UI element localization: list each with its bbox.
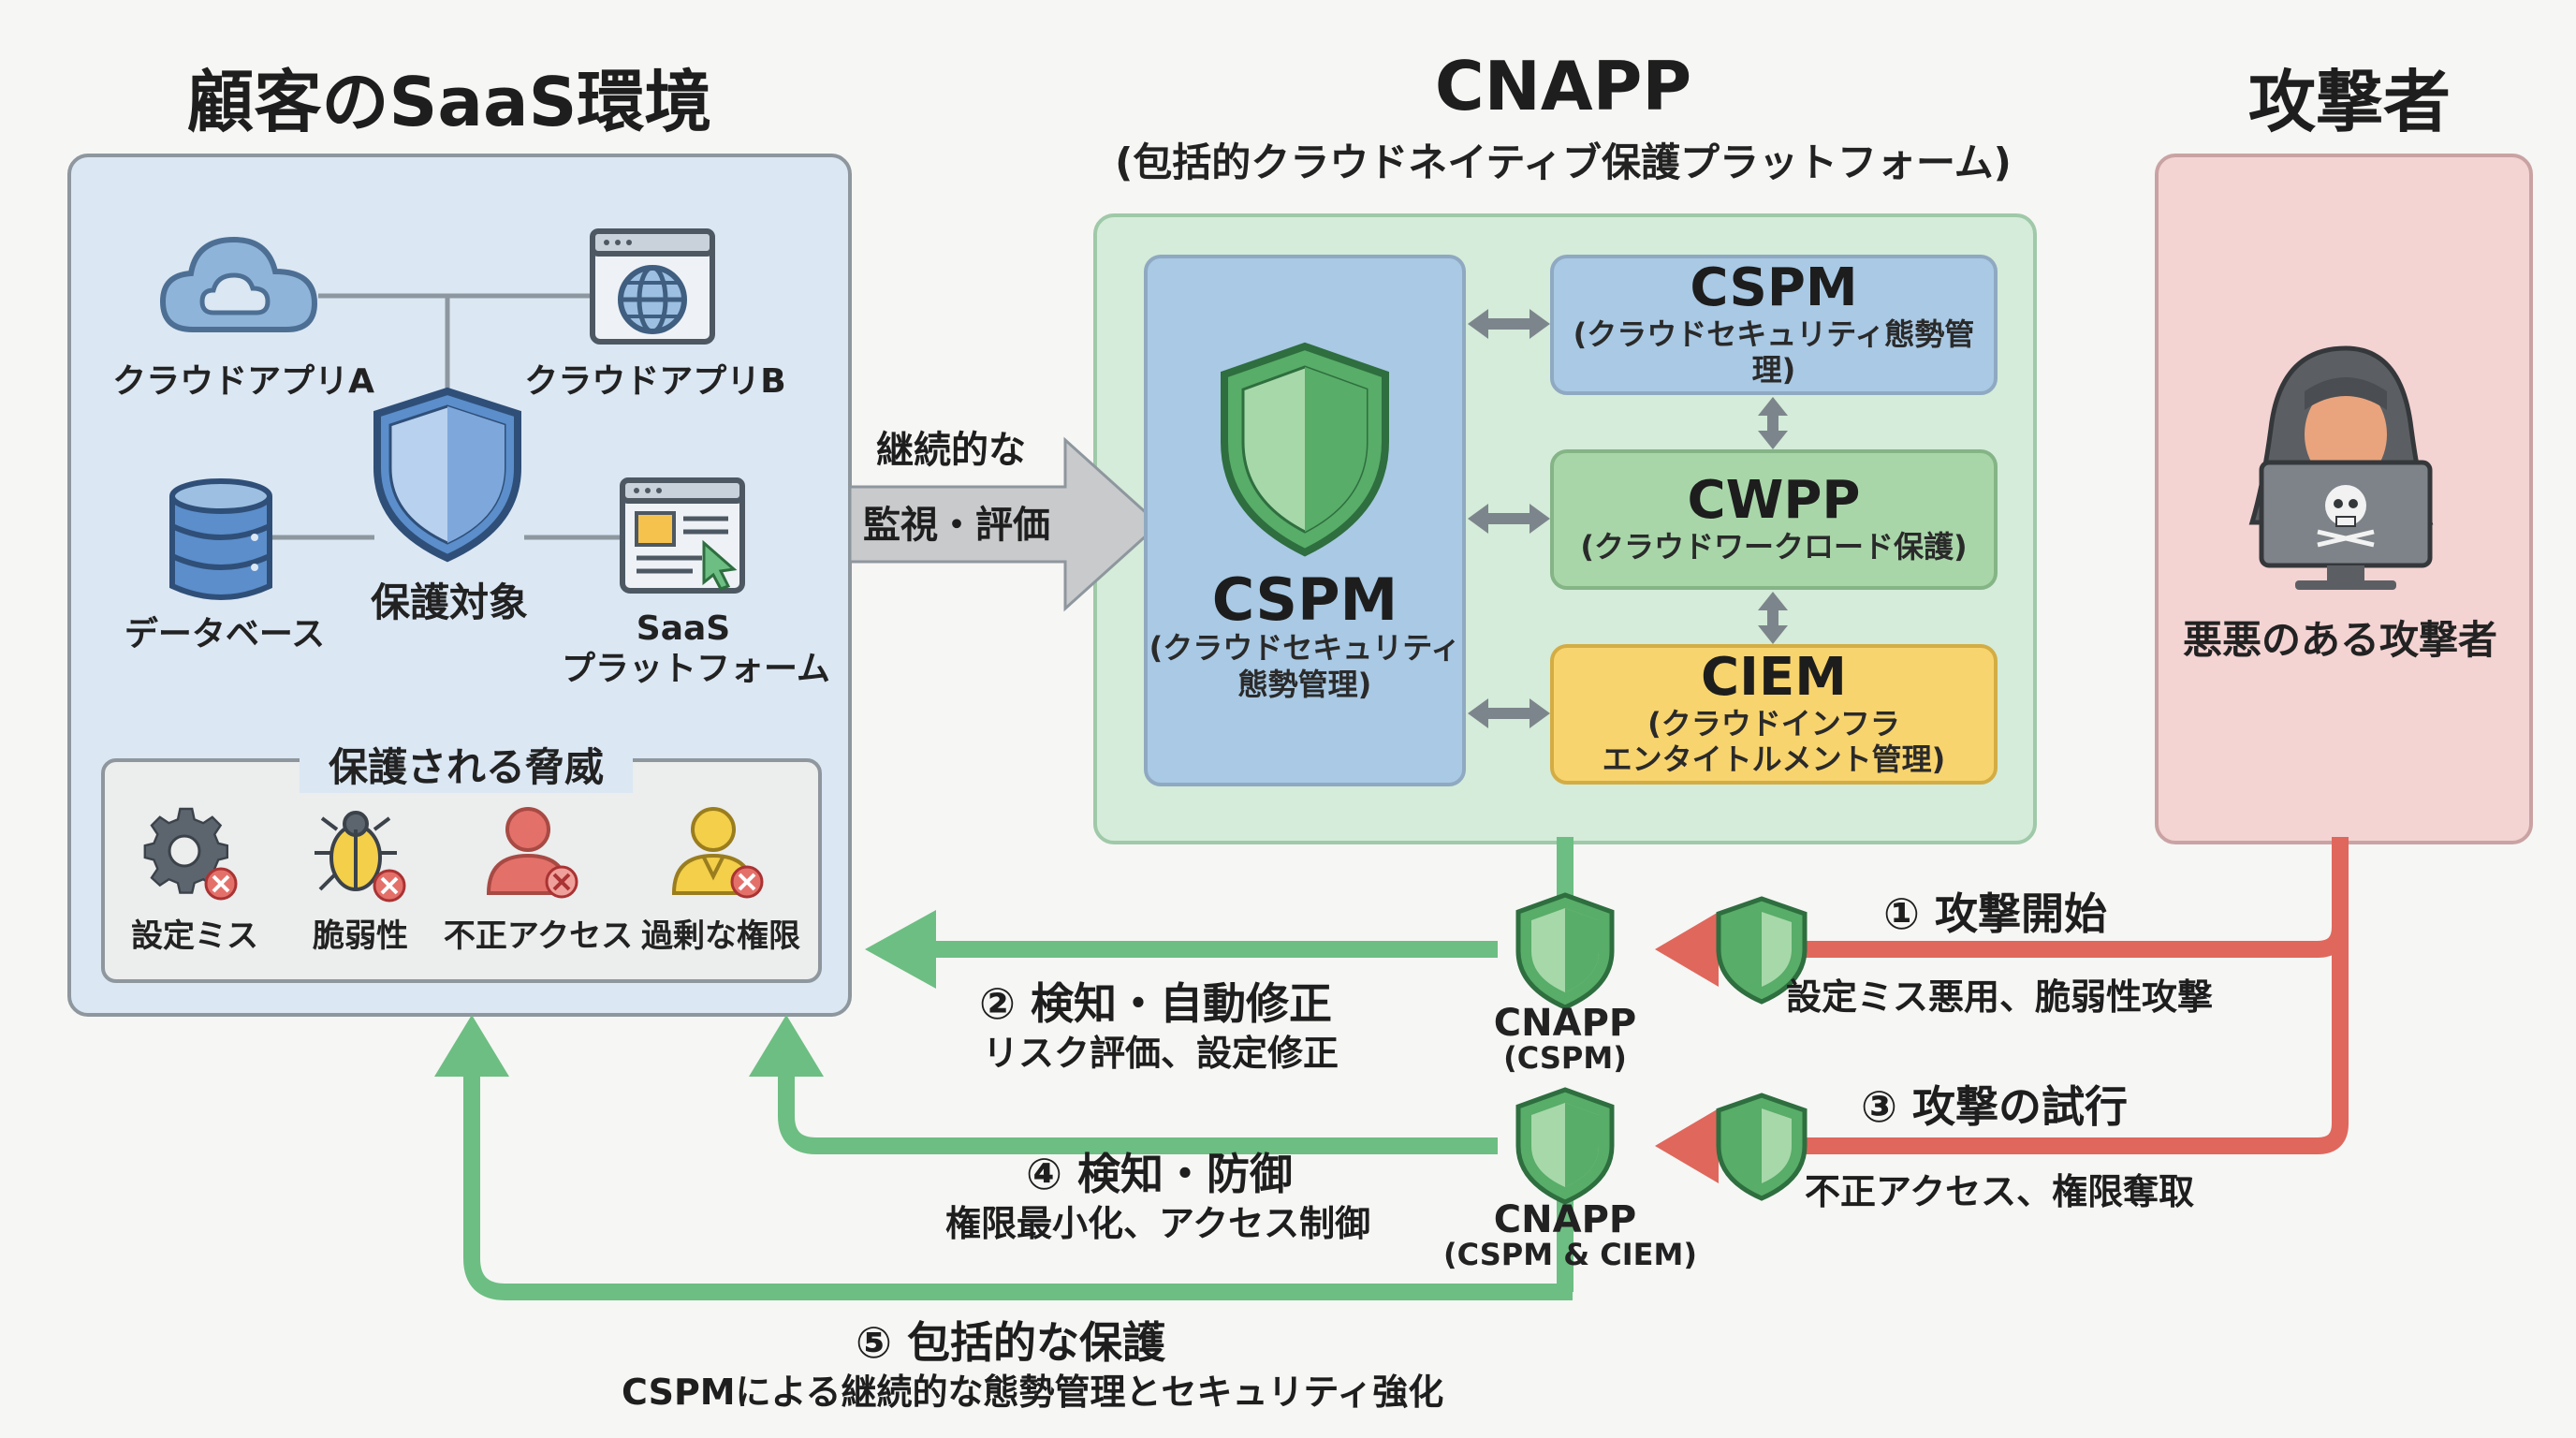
node1-shield-icon — [1515, 892, 1615, 1010]
step3-sub: 不正アクセス、権限奪取 — [1805, 1171, 2195, 1212]
attack-arrowhead-1 — [1655, 912, 1719, 987]
app-a-label: クラウドアプリA — [112, 362, 374, 401]
step4-arrow-line — [778, 1067, 1498, 1154]
node2-label: CNAPP (CSPM & CIEM) — [1443, 1198, 1697, 1272]
step4-sub: 権限最小化、アクセス制御 — [945, 1203, 1371, 1244]
cwpp-title: CWPP — [1687, 470, 1861, 532]
step4-title: ④ 検知・防御 — [1026, 1149, 1293, 1199]
step1-sub: 設定ミス悪用、脆弱性攻撃 — [1786, 976, 2214, 1018]
threat-label-unauth: 不正アクセス — [443, 917, 634, 955]
browser-globe-icon — [590, 228, 715, 345]
node2-sub: (CSPM & CIEM) — [1443, 1237, 1697, 1272]
monitor-label-line1: 継続的な — [876, 429, 1026, 472]
protected-label: 保護対象 — [370, 580, 528, 625]
attacker-label: 悪悪のある攻撃者 — [2182, 617, 2497, 663]
attacker-title: 攻撃者 — [2247, 63, 2451, 141]
cspm-box: CSPM (クラウドセキュリティ態勢管理) — [1550, 255, 1998, 395]
step2-title: ② 検知・自動修正 — [979, 978, 1332, 1029]
cloud-icon — [159, 236, 318, 332]
cnapp-title: CNAPP — [1434, 47, 1692, 125]
step5-arrowhead — [434, 1015, 509, 1077]
threats-title: 保護される脅威 — [300, 736, 633, 793]
node2-shield-icon — [1515, 1087, 1615, 1205]
app-b-label: クラウドアプリB — [524, 362, 786, 401]
gear-icon — [143, 807, 238, 901]
saas-label-line1: SaaS — [636, 609, 731, 648]
cspm-shield-icon — [1221, 342, 1389, 557]
cspm-main-sub2: 態勢管理) — [1237, 666, 1372, 702]
cspm-main-title: CSPM — [1211, 565, 1398, 635]
node1-title: CNAPP — [1493, 1002, 1637, 1045]
cspm-sub: (クラウドセキュリティ態勢管理) — [1573, 316, 1975, 389]
bug-icon — [315, 811, 406, 902]
hacker-icon — [2248, 345, 2434, 590]
threat-label-vuln: 脆弱性 — [313, 917, 408, 955]
ciem-sub1: (クラウドインフラ — [1647, 706, 1900, 741]
node2-title: CNAPP — [1493, 1198, 1637, 1241]
ciem-box: CIEM (クラウドインフラ エンタイトルメント管理) — [1550, 644, 1998, 785]
step3-title: ③ 攻撃の試行 — [1861, 1081, 2128, 1132]
step5-sub: CSPMによる継続的な態勢管理とセキュリティ強化 — [622, 1372, 1444, 1413]
database-icon — [169, 478, 272, 600]
node1-label: CNAPP (CSPM) — [1481, 1004, 1649, 1075]
cspm-main-box: CSPM (クラウドセキュリティ 態勢管理) — [1144, 255, 1466, 786]
threat-label-excess: 過剰な権限 — [641, 917, 800, 955]
threat-label-misconfig: 設定ミス — [131, 917, 258, 955]
step5-title: ⑤ 包括的な保護 — [856, 1317, 1165, 1368]
shield-icon — [373, 387, 521, 563]
ciem-sub2: エンタイトルメント管理) — [1602, 741, 1946, 778]
step5-arrow-line — [463, 1067, 1573, 1300]
cnapp-subtitle: (包括的クラウドネイティブ保護プラットフォーム) — [1115, 139, 2012, 185]
node1-sub: (CSPM) — [1503, 1040, 1627, 1076]
step2-arrowhead — [865, 910, 936, 989]
ciem-title: CIEM — [1701, 647, 1847, 709]
cspm-title: CSPM — [1690, 257, 1858, 319]
cwpp-box: CWPP (クラウドワークロード保護) — [1550, 449, 1998, 590]
attack-path-3 — [1713, 927, 2349, 1154]
step4-arrowhead — [749, 1015, 824, 1077]
attack3-shield-icon — [1716, 1093, 1808, 1201]
monitor-arrow — [848, 436, 1162, 612]
cwpp-sub: (クラウドワークロード保護) — [1580, 529, 1968, 565]
saas-label: SaaS プラットフォーム — [562, 609, 830, 689]
cspm-main-sub1: (クラウドセキュリティ — [1149, 630, 1461, 667]
step1-title: ① 攻撃開始 — [1883, 888, 2107, 939]
monitor-label-line2: 監視・評価 — [863, 504, 1050, 547]
attack1-shield-icon — [1716, 896, 1808, 1005]
attack-arrowhead-3 — [1655, 1108, 1719, 1183]
unauthorized-user-icon — [486, 807, 578, 899]
excess-permission-user-icon — [671, 807, 764, 899]
saas-label-line2: プラットフォーム — [562, 650, 830, 689]
step2-sub: リスク評価、設定修正 — [983, 1033, 1339, 1074]
customer-title: 顧客のSaaS環境 — [186, 63, 712, 141]
database-label: データベース — [124, 615, 326, 653]
saas-platform-icon — [620, 477, 745, 594]
